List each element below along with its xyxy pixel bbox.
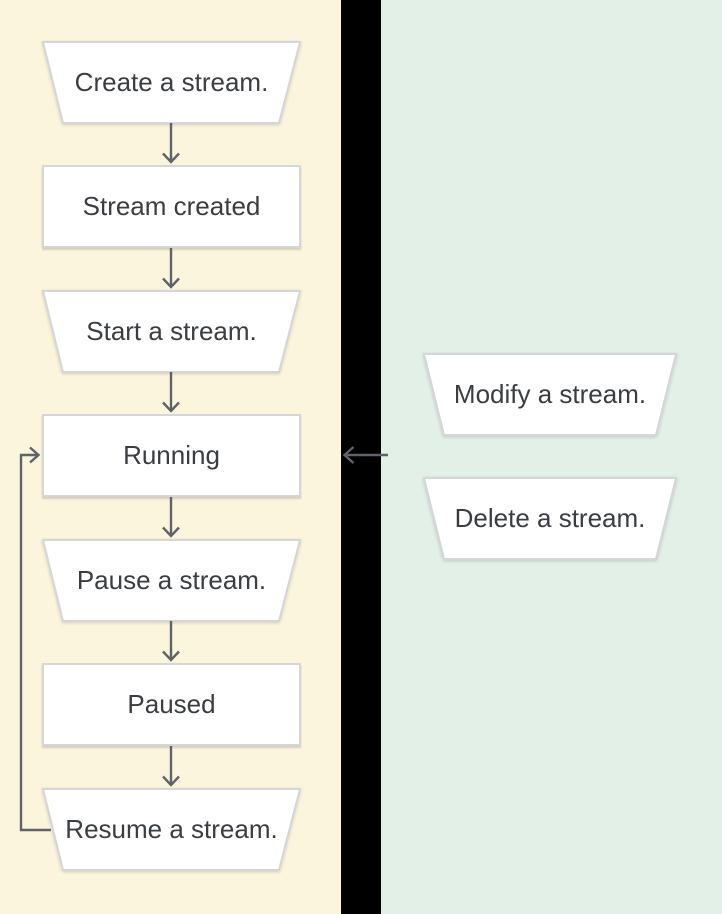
node-label: Pause a stream. [76, 564, 267, 595]
node-label: Create a stream. [74, 66, 269, 97]
arrow-down-icon [162, 497, 180, 538]
node-modify-stream: Modify a stream. [423, 353, 677, 436]
node-label: Stream created [82, 190, 261, 221]
node-label: Running [123, 439, 220, 470]
node-label: Start a stream. [86, 315, 257, 346]
node-paused: Paused [42, 663, 301, 746]
arrow-down-icon [162, 621, 180, 662]
node-running: Running [42, 414, 301, 497]
actions-panel [381, 0, 722, 914]
node-label: Resume a stream. [65, 813, 278, 844]
node-stream-created: Stream created [42, 165, 301, 248]
arrow-down-icon [162, 248, 180, 289]
node-resume-stream: Resume a stream. [42, 788, 301, 871]
node-label: Delete a stream. [454, 502, 646, 533]
arrow-down-icon [162, 372, 180, 413]
node-label: Paused [127, 688, 216, 719]
trapezoid-shape [423, 353, 677, 436]
arrow-down-icon [162, 123, 180, 164]
loopback-arrow-icon [19, 446, 51, 832]
node-delete-stream: Delete a stream. [423, 477, 677, 560]
arrow-down-icon [162, 746, 180, 787]
node-label: Modify a stream. [453, 378, 647, 409]
trapezoid-shape [423, 477, 677, 560]
node-create-stream: Create a stream. [42, 41, 301, 124]
trapezoid-shape [42, 788, 301, 871]
node-start-stream: Start a stream. [42, 290, 301, 373]
trapezoid-shape [42, 539, 301, 622]
node-pause-stream: Pause a stream. [42, 539, 301, 622]
trapezoid-shape [42, 290, 301, 373]
arrow-left-icon [342, 446, 388, 464]
trapezoid-shape [42, 41, 301, 124]
